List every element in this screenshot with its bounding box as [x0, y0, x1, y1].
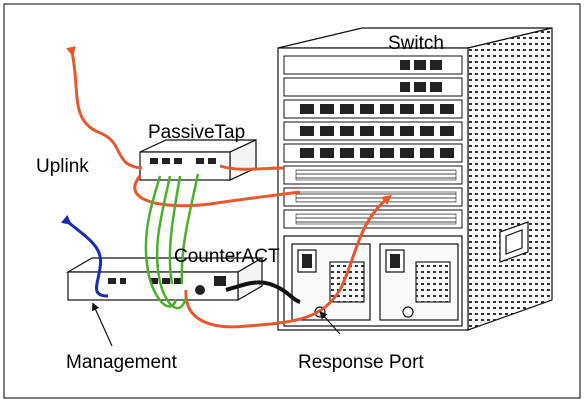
management-pointer	[91, 302, 113, 347]
diagram-border	[3, 3, 581, 399]
uplink-label: Uplink	[36, 156, 89, 177]
management-label: Management	[66, 352, 178, 373]
tap-to-switch-cable-2	[133, 175, 301, 208]
counteract-label: CounterACT	[174, 246, 280, 267]
passive-tap-label: PassiveTap	[148, 122, 245, 143]
uplink-cable	[66, 46, 143, 170]
response-port-label: Response Port	[298, 352, 424, 373]
management-cable	[60, 214, 109, 298]
tap-to-switch-cable	[219, 164, 285, 171]
tap-monitor-cables	[144, 173, 200, 310]
response-port-cable	[184, 194, 392, 329]
power-cable	[225, 280, 301, 304]
switch-label: Switch	[388, 33, 444, 54]
switch-chassis	[277, 27, 553, 331]
response-port-pointer	[319, 311, 341, 335]
